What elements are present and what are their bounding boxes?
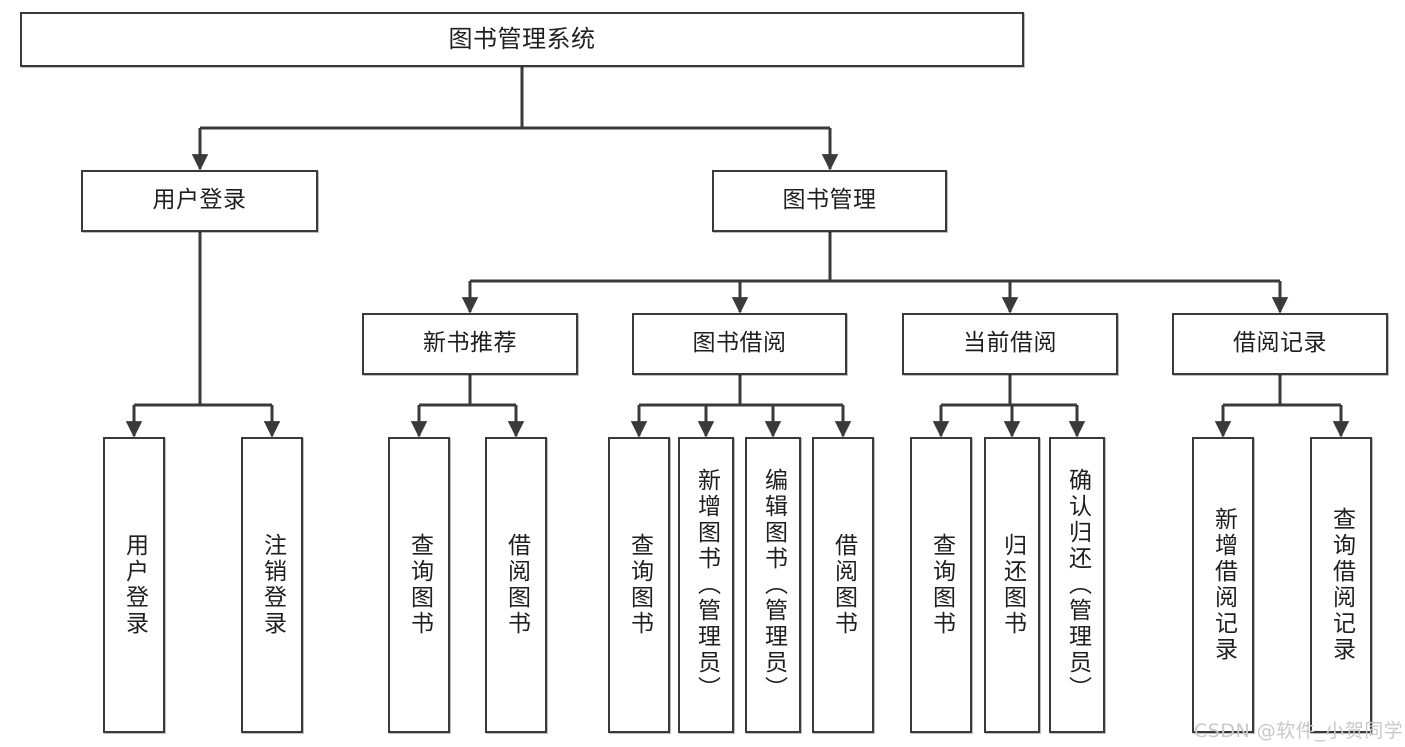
node-bookmgmt[interactable]: 图书管理 [712, 170, 947, 232]
node-leaf-confirm[interactable]: 确认归还（管理员） [1049, 437, 1105, 733]
node-label: 查询图书 [928, 533, 955, 637]
node-label: 编辑图书（管理员） [760, 468, 787, 702]
node-leaf-return[interactable]: 归还图书 [984, 437, 1040, 733]
node-label: 用户登录 [152, 187, 247, 214]
node-label: 用户登录 [121, 533, 148, 637]
node-login[interactable]: 用户登录 [81, 170, 318, 232]
node-borrow[interactable]: 图书借阅 [632, 313, 847, 375]
watermark-text: CSDN @软件_小贺同学 [1194, 720, 1404, 742]
node-current[interactable]: 当前借阅 [902, 313, 1118, 375]
node-root[interactable]: 图书管理系统 [20, 12, 1024, 67]
node-label: 借阅图书 [503, 533, 530, 637]
node-leaf-b2[interactable]: 借阅图书 [812, 437, 874, 733]
node-label: 新增图书（管理员） [693, 468, 720, 702]
node-leaf-b1[interactable]: 借阅图书 [485, 437, 547, 733]
node-leaf-logout[interactable]: 注销登录 [241, 437, 303, 733]
node-newbook[interactable]: 新书推荐 [362, 313, 578, 375]
node-label: 注销登录 [259, 533, 286, 637]
node-label: 图书借阅 [692, 330, 787, 357]
node-leaf-login[interactable]: 用户登录 [103, 437, 165, 733]
node-leaf-add[interactable]: 新增图书（管理员） [678, 437, 734, 733]
node-label: 归还图书 [999, 533, 1026, 637]
node-leaf-addrec[interactable]: 新增借阅记录 [1192, 437, 1254, 733]
node-label: 图书管理 [782, 187, 877, 214]
node-label: 借阅记录 [1233, 330, 1327, 357]
node-label: 查询图书 [626, 533, 653, 637]
node-label: 当前借阅 [963, 330, 1057, 357]
node-leaf-q1[interactable]: 查询图书 [388, 437, 450, 733]
node-label: 新书推荐 [423, 330, 517, 357]
node-label: 借阅图书 [830, 533, 857, 637]
node-label: 确认归还（管理员） [1064, 468, 1091, 702]
node-leaf-edit[interactable]: 编辑图书（管理员） [745, 437, 801, 733]
node-leaf-q2[interactable]: 查询图书 [608, 437, 670, 733]
node-records[interactable]: 借阅记录 [1172, 313, 1388, 375]
node-label: 查询借阅记录 [1328, 507, 1355, 663]
node-label: 图书管理系统 [448, 25, 596, 54]
node-leaf-q3[interactable]: 查询图书 [910, 437, 972, 733]
node-label: 新增借阅记录 [1210, 507, 1237, 663]
node-leaf-qrec[interactable]: 查询借阅记录 [1310, 437, 1372, 733]
node-label: 查询图书 [406, 533, 433, 637]
